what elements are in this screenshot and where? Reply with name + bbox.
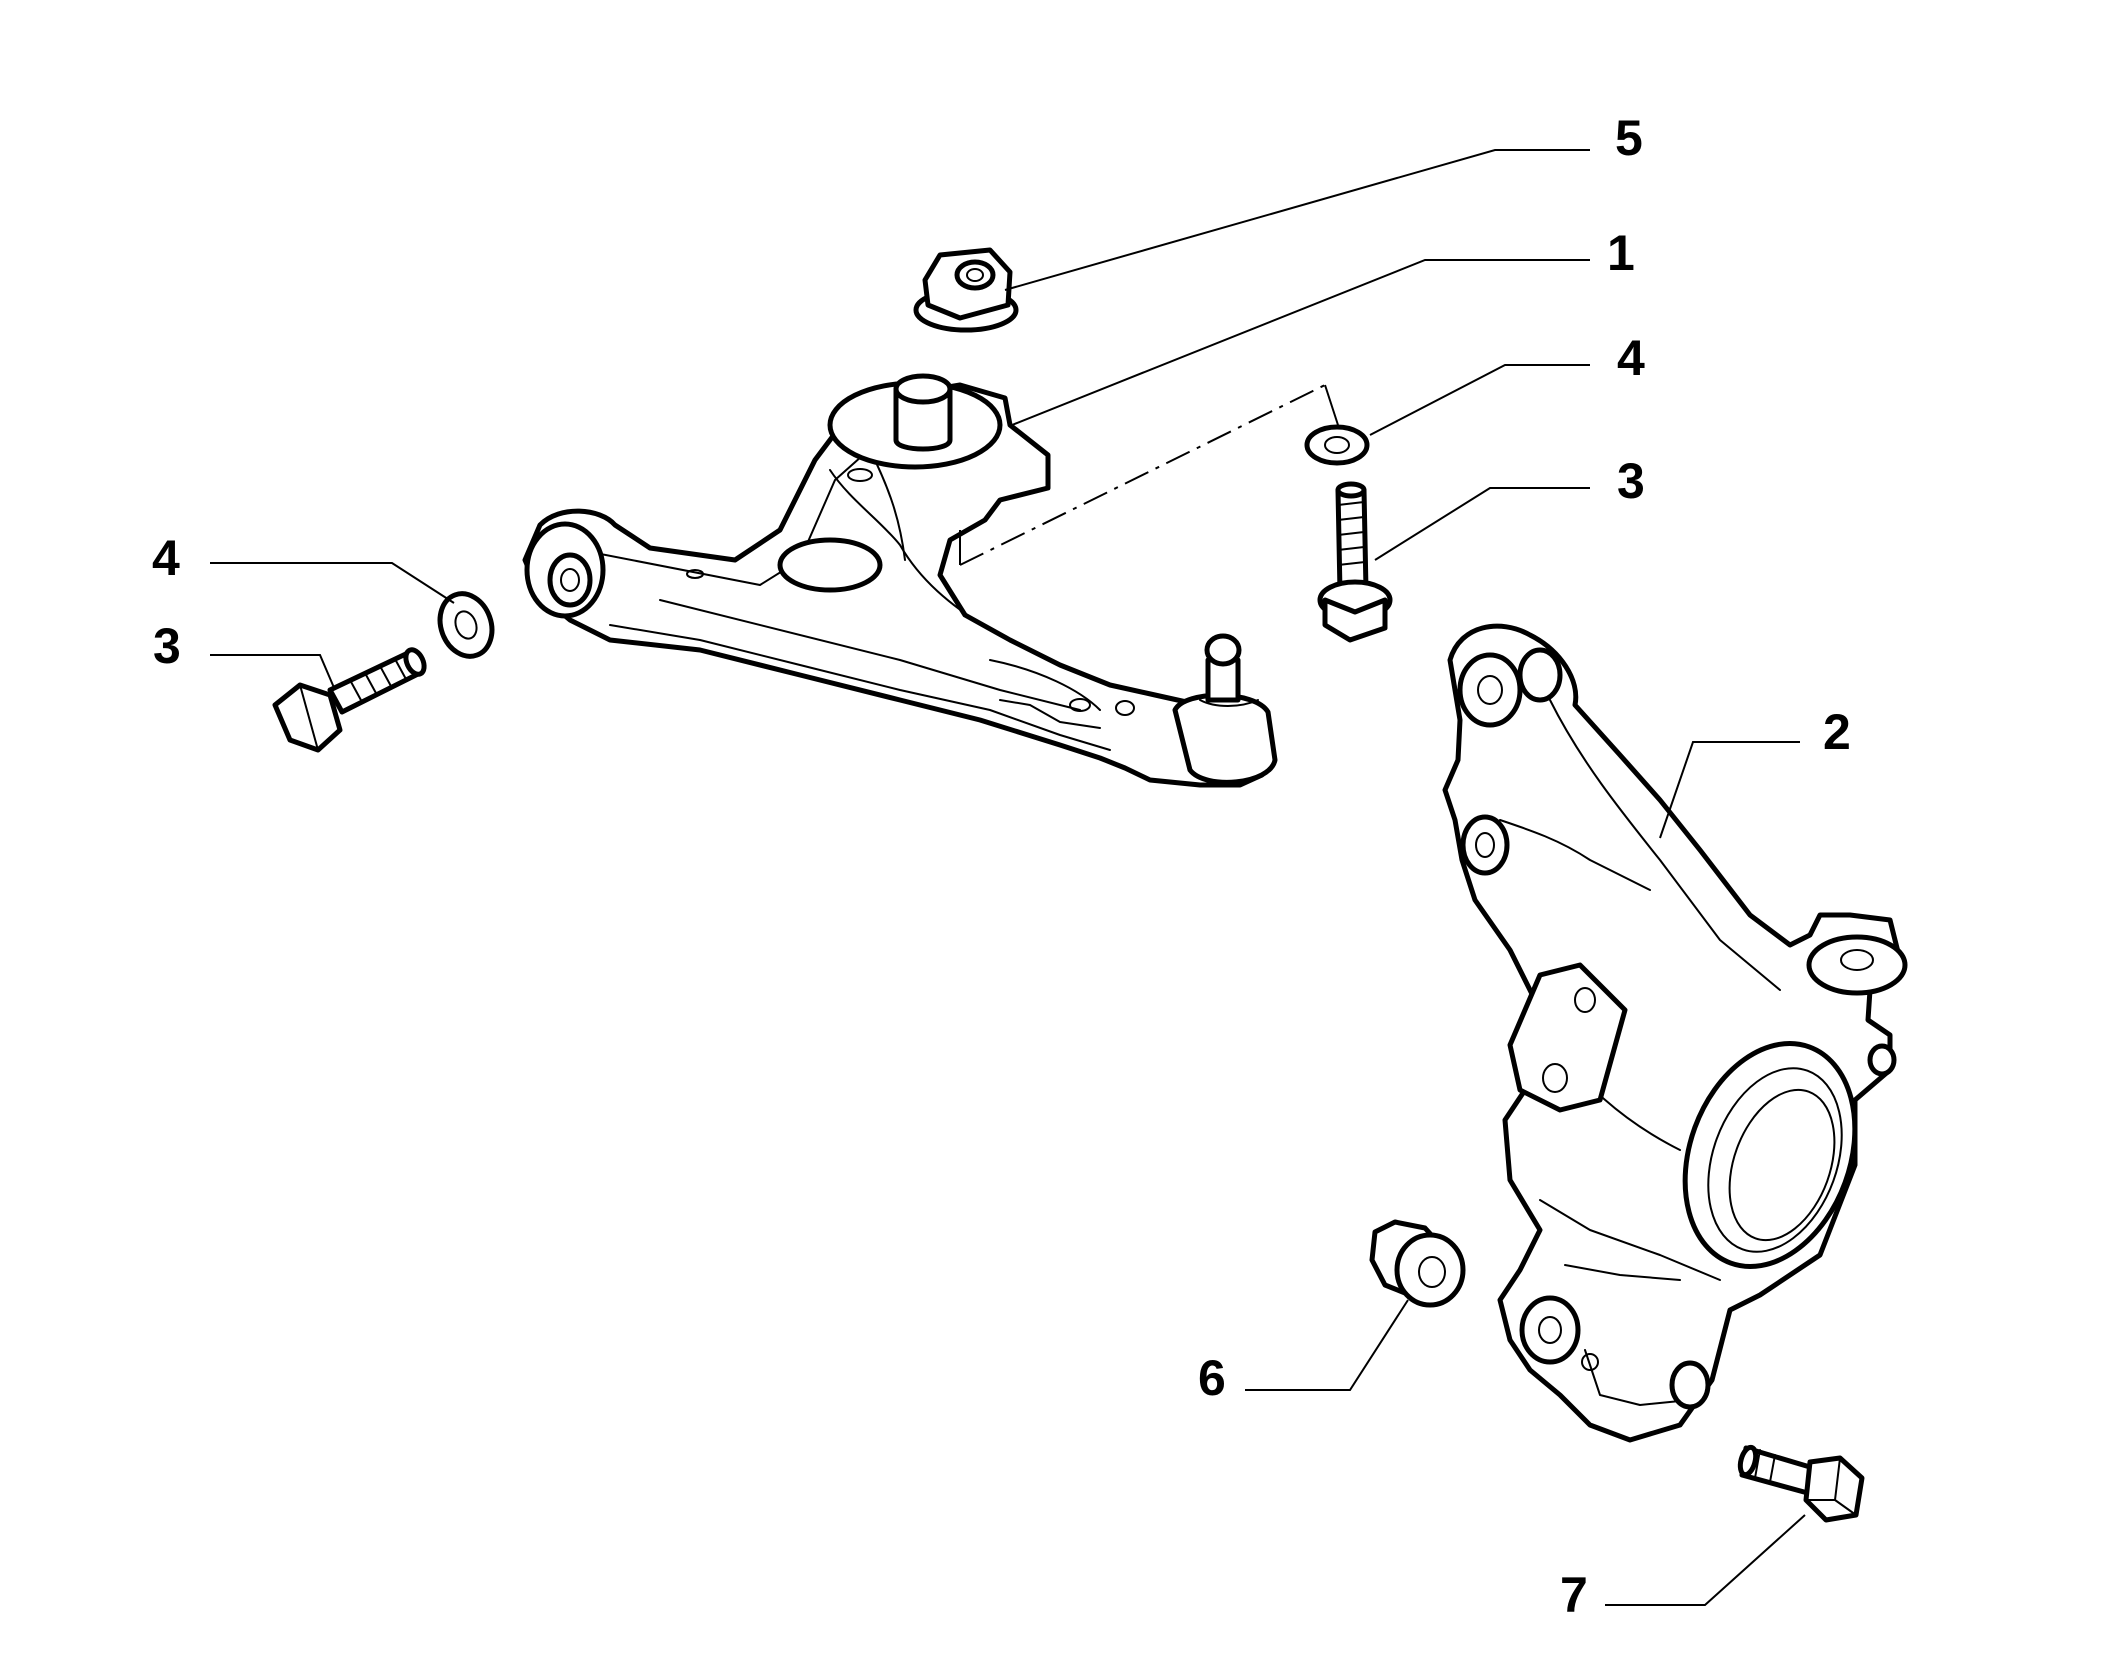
bolt-part-3-right	[1317, 481, 1393, 643]
alignment-line-end-right	[1324, 384, 1339, 426]
lower-control-arm	[522, 373, 1278, 788]
washer-part-4-left	[437, 591, 495, 659]
flanged-nut-part-5	[913, 247, 1019, 333]
callout-label-3-right: 3	[1617, 453, 1645, 509]
callout-label-1: 1	[1607, 225, 1635, 281]
callout-label-4-right: 4	[1617, 330, 1645, 386]
callout-label-5: 5	[1615, 110, 1643, 166]
steering-knuckle	[1442, 623, 1908, 1443]
callout-label-4-left: 4	[152, 530, 180, 586]
callout-label-2: 2	[1823, 704, 1851, 760]
alignment-line	[959, 384, 1326, 566]
callout-label-3-left: 3	[153, 618, 181, 674]
callout-label-7: 7	[1560, 1567, 1588, 1623]
flange-nut-part-6	[1369, 1219, 1466, 1308]
bolt-part-3-left	[272, 647, 427, 753]
washer-part-4-right	[1304, 424, 1370, 466]
bolt-part-7	[1737, 1444, 1865, 1523]
callout-label-6: 6	[1198, 1350, 1226, 1406]
leader-lines	[210, 149, 1806, 1606]
